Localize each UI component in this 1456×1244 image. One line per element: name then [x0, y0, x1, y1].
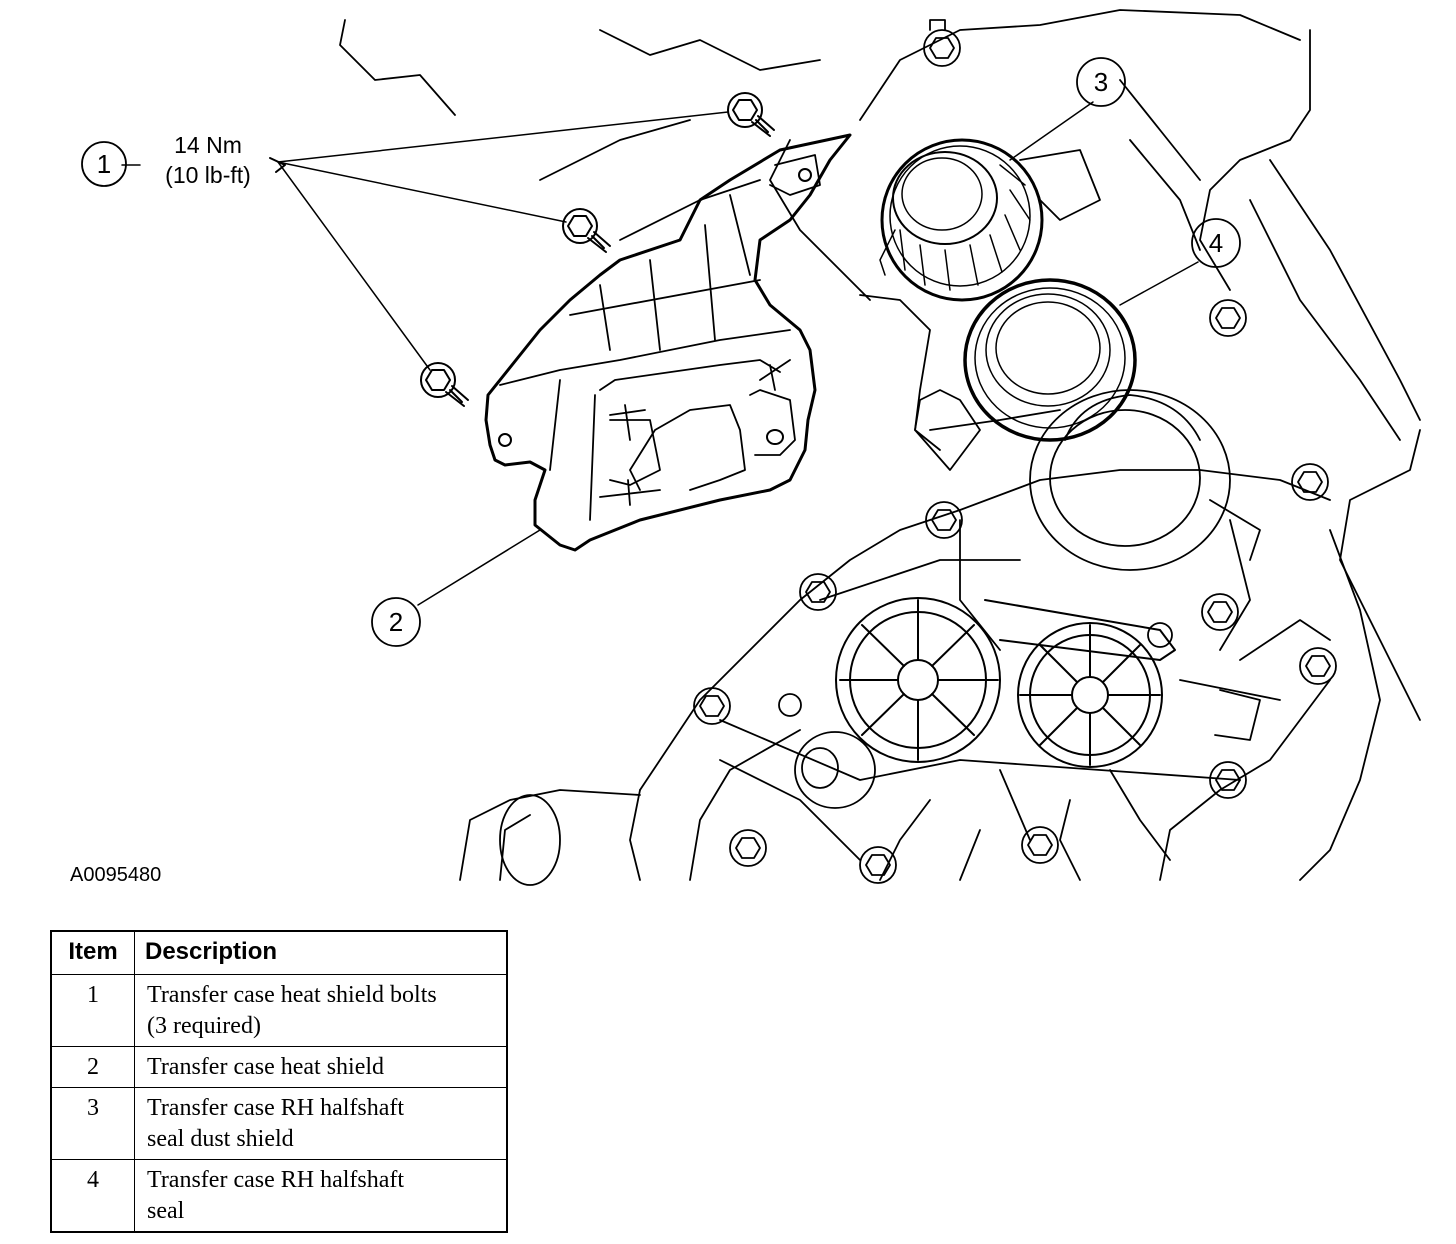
- description-line: Transfer case RH halfshaft: [147, 1095, 405, 1121]
- halfshaft-seal: [963, 278, 1137, 442]
- torque-metric: 14 Nm: [174, 132, 242, 158]
- callout-2-circle: [371, 597, 421, 647]
- callout-2-label: 2: [389, 607, 403, 637]
- item-number: 2: [50, 1046, 135, 1088]
- table-row: 4 Transfer case RH halfshaft seal: [50, 1159, 508, 1233]
- illustration-svg: 1 2 3 4: [81, 9, 1421, 886]
- callout-3-circle: [1076, 57, 1126, 107]
- callout-circles: [81, 57, 1241, 647]
- housing-bolts: [693, 19, 1337, 884]
- description-line: seal: [147, 1198, 185, 1224]
- legend-header-row: Item Description: [50, 930, 508, 975]
- inspection-covers: [835, 597, 1176, 768]
- callout-1-circle: [81, 141, 127, 187]
- header-item: Item: [50, 930, 135, 975]
- table-row: 2 Transfer case heat shield: [50, 1046, 508, 1088]
- torque-spec: 14 Nm (10 lb-ft): [148, 130, 268, 190]
- item-number: 1: [50, 974, 135, 1047]
- heat-shield: [484, 133, 852, 552]
- callout-4-label: 4: [1209, 228, 1223, 258]
- torque-imperial: (10 lb-ft): [165, 162, 251, 188]
- item-description: Transfer case RH halfshaft seal dust shi…: [134, 1087, 508, 1160]
- description-line: Transfer case heat shield: [147, 1054, 385, 1080]
- item-number: 3: [50, 1087, 135, 1160]
- legend-table: Item Description 1 Transfer case heat sh…: [50, 930, 508, 1233]
- heat-shield-bolts: [420, 92, 775, 407]
- exploded-view-illustration: 1 2 3 4 14 Nm (10 lb-ft): [81, 9, 1421, 886]
- item-description: Transfer case RH halfshaft seal: [134, 1159, 508, 1233]
- figure-id: A0095480: [70, 864, 162, 886]
- table-row: 1 Transfer case heat shield bolts (3 req…: [50, 974, 508, 1047]
- callout-1-label: 1: [97, 149, 111, 179]
- item-description: Transfer case heat shield bolts (3 requi…: [134, 974, 508, 1047]
- description-line: (3 required): [147, 1013, 261, 1039]
- item-number: 4: [50, 1159, 135, 1233]
- leader-lines: [121, 101, 1199, 606]
- description-line: Transfer case RH halfshaft: [147, 1167, 405, 1193]
- item-description: Transfer case heat shield: [134, 1046, 508, 1088]
- description-line: Transfer case heat shield bolts: [147, 982, 437, 1008]
- callout-3-label: 3: [1094, 67, 1108, 97]
- callout-4-circle: [1191, 218, 1241, 268]
- table-row: 3 Transfer case RH halfshaft seal dust s…: [50, 1087, 508, 1160]
- description-line: seal dust shield: [147, 1126, 294, 1152]
- halfshaft-seal-dust-shield: [879, 138, 1044, 302]
- header-description: Description: [134, 930, 508, 975]
